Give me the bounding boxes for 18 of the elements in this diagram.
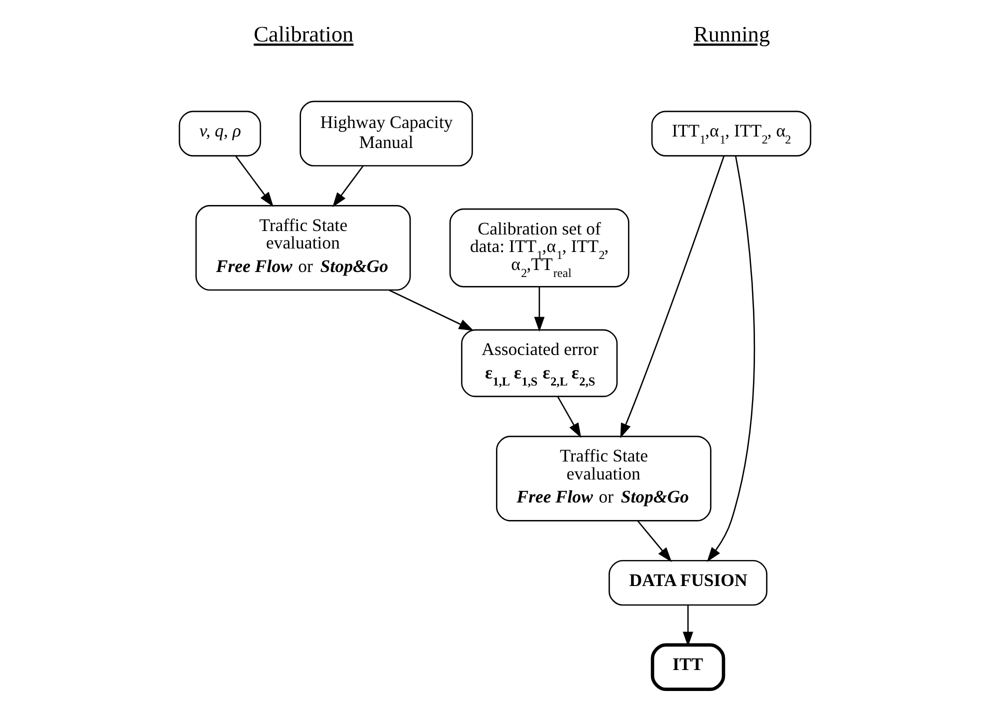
node-box: Traffic State evaluation Free Flow or Stop&Go — [496, 436, 712, 522]
node-box: ITT$_{1}$,α$_{1}$, ITT$_{2}$, α$_{2}$ — [651, 110, 812, 156]
node-box: ITT — [650, 643, 726, 691]
arrow — [235, 156, 274, 207]
label: Calibration — [254, 22, 354, 47]
arrow — [557, 396, 582, 438]
arrow — [620, 156, 725, 438]
arrow — [332, 166, 364, 208]
node-box: Associated error ε$_{1,L}$ ε$_{1,S}$ ε$_{2,L}$ ε$_{2,S}$ — [461, 329, 618, 398]
node-box: Traffic State evaluation Free Flow or Stop&Go — [195, 205, 411, 291]
arrow — [706, 156, 756, 562]
node-box: v, q, ρ — [178, 110, 262, 156]
arrow — [388, 290, 474, 331]
arrow — [534, 286, 545, 332]
label: Running — [694, 22, 770, 47]
arrow — [637, 520, 672, 562]
node-box: DATA FUSION — [608, 560, 768, 606]
node-box: Highway Capacity Manual — [300, 100, 473, 166]
